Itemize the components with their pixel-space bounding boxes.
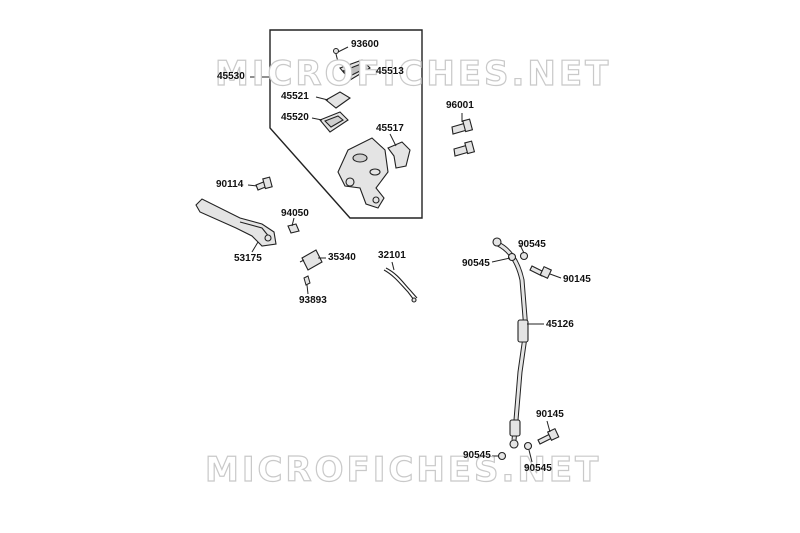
part-label-32101[interactable]: 32101 xyxy=(378,250,406,261)
part-label-53175[interactable]: 53175 xyxy=(234,253,262,264)
reservoir-cap-icon xyxy=(339,59,371,81)
part-label-96001[interactable]: 96001 xyxy=(446,100,474,111)
leader-45517 xyxy=(389,133,397,147)
brake-hose-icon xyxy=(492,237,529,449)
washer-icon xyxy=(497,251,533,461)
watermark-bottom: MICROFICHES.NET xyxy=(204,449,602,490)
small-screw-icon xyxy=(303,275,311,286)
leader-94050 xyxy=(291,217,295,227)
part-label-35340[interactable]: 35340 xyxy=(328,252,356,263)
pivot-bolt-icon xyxy=(255,176,273,191)
assembly-label[interactable]: 45530 xyxy=(217,71,245,82)
part-label-93893[interactable]: 93893 xyxy=(299,295,327,306)
leader-45513 xyxy=(365,69,375,73)
diaphragm-plate-icon xyxy=(325,91,352,109)
screw-icon xyxy=(333,48,339,63)
leader-90545-b xyxy=(519,244,525,254)
leader-32101 xyxy=(391,261,395,271)
part-label-45126[interactable]: 45126 xyxy=(546,319,574,330)
leader-90114 xyxy=(247,184,258,187)
leader-45521 xyxy=(315,96,329,101)
brake-lever-icon xyxy=(195,198,277,247)
part-label-90545-b[interactable]: 90545 xyxy=(518,239,546,250)
leader-90545-d xyxy=(528,449,533,463)
leader-53175 xyxy=(251,241,259,253)
part-label-45517[interactable]: 45517 xyxy=(376,123,404,134)
watermark-top: MICROFICHES.NET xyxy=(214,53,612,94)
wire-harness-icon xyxy=(383,267,418,303)
part-label-90145-b[interactable]: 90145 xyxy=(536,409,564,420)
leader-90145-b xyxy=(546,420,551,433)
part-label-90114[interactable]: 90114 xyxy=(216,179,244,190)
part-label-45513[interactable]: 45513 xyxy=(376,66,404,77)
part-label-90545-a[interactable]: 90545 xyxy=(462,258,490,269)
bolt-icon xyxy=(451,118,476,157)
diaphragm-icon xyxy=(319,111,349,133)
part-label-45521[interactable]: 45521 xyxy=(281,91,309,102)
nut-icon xyxy=(287,223,300,234)
part-label-90145-a[interactable]: 90145 xyxy=(563,274,591,285)
assembly-outline xyxy=(269,29,423,219)
leader-93893 xyxy=(306,284,309,295)
banjo-bolt-icon xyxy=(529,265,560,445)
part-label-90545-d[interactable]: 90545 xyxy=(524,463,552,474)
brake-switch-icon xyxy=(299,249,323,271)
leader-90545-a xyxy=(491,257,511,263)
part-label-94050[interactable]: 94050 xyxy=(281,208,309,219)
part-label-90545-c[interactable]: 90545 xyxy=(463,450,491,461)
clamp-icon xyxy=(387,141,411,169)
master-cylinder-icon xyxy=(337,137,389,209)
part-label-93600[interactable]: 93600 xyxy=(351,39,379,50)
leader-45520 xyxy=(311,117,323,121)
leader-90145-a xyxy=(549,273,562,279)
part-label-45520[interactable]: 45520 xyxy=(281,112,309,123)
leader-93600 xyxy=(337,46,349,53)
